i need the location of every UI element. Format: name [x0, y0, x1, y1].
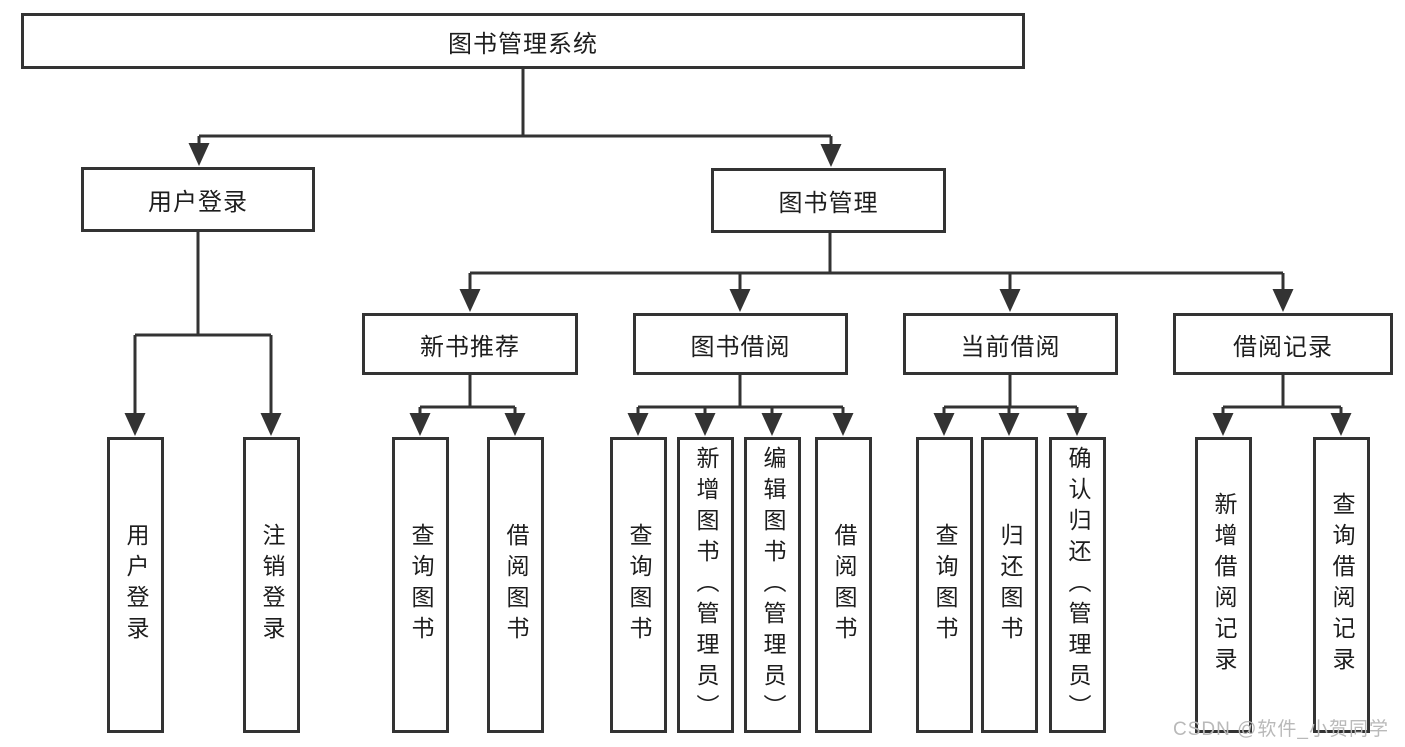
leaf-query-book-recommend: 查询图书 — [392, 437, 449, 733]
node-book-borrow: 图书借阅 — [633, 313, 848, 375]
leaf-query-book-borrow: 查询图书 — [610, 437, 667, 733]
leaf-query-borrow-record: 查询借阅记录 — [1313, 437, 1370, 733]
leaf-edit-book-admin: 编辑图书（管理员） — [744, 437, 801, 733]
leaf-borrow-book-recommend: 借阅图书 — [487, 437, 544, 733]
node-book-management: 图书管理 — [711, 168, 946, 233]
node-user-login: 用户登录 — [81, 167, 315, 232]
csdn-watermark: CSDN @软件_小贺同学 — [1173, 719, 1389, 740]
leaf-add-borrow-record: 新增借阅记录 — [1195, 437, 1252, 733]
leaf-user-login: 用户登录 — [107, 437, 164, 733]
node-borrow-records: 借阅记录 — [1173, 313, 1393, 375]
arrowheads — [124, 143, 1352, 436]
node-current-borrow: 当前借阅 — [903, 313, 1118, 375]
leaf-add-book-admin: 新增图书（管理员） — [677, 437, 734, 733]
leaf-return-book: 归还图书 — [981, 437, 1038, 733]
node-new-book-recommend: 新书推荐 — [362, 313, 578, 375]
leaf-query-book-current: 查询图书 — [916, 437, 973, 733]
leaf-borrow-book: 借阅图书 — [815, 437, 872, 733]
node-root-system: 图书管理系统 — [21, 13, 1025, 69]
leaf-confirm-return-admin: 确认归还（管理员） — [1049, 437, 1106, 733]
leaf-logout-login: 注销登录 — [243, 437, 300, 733]
